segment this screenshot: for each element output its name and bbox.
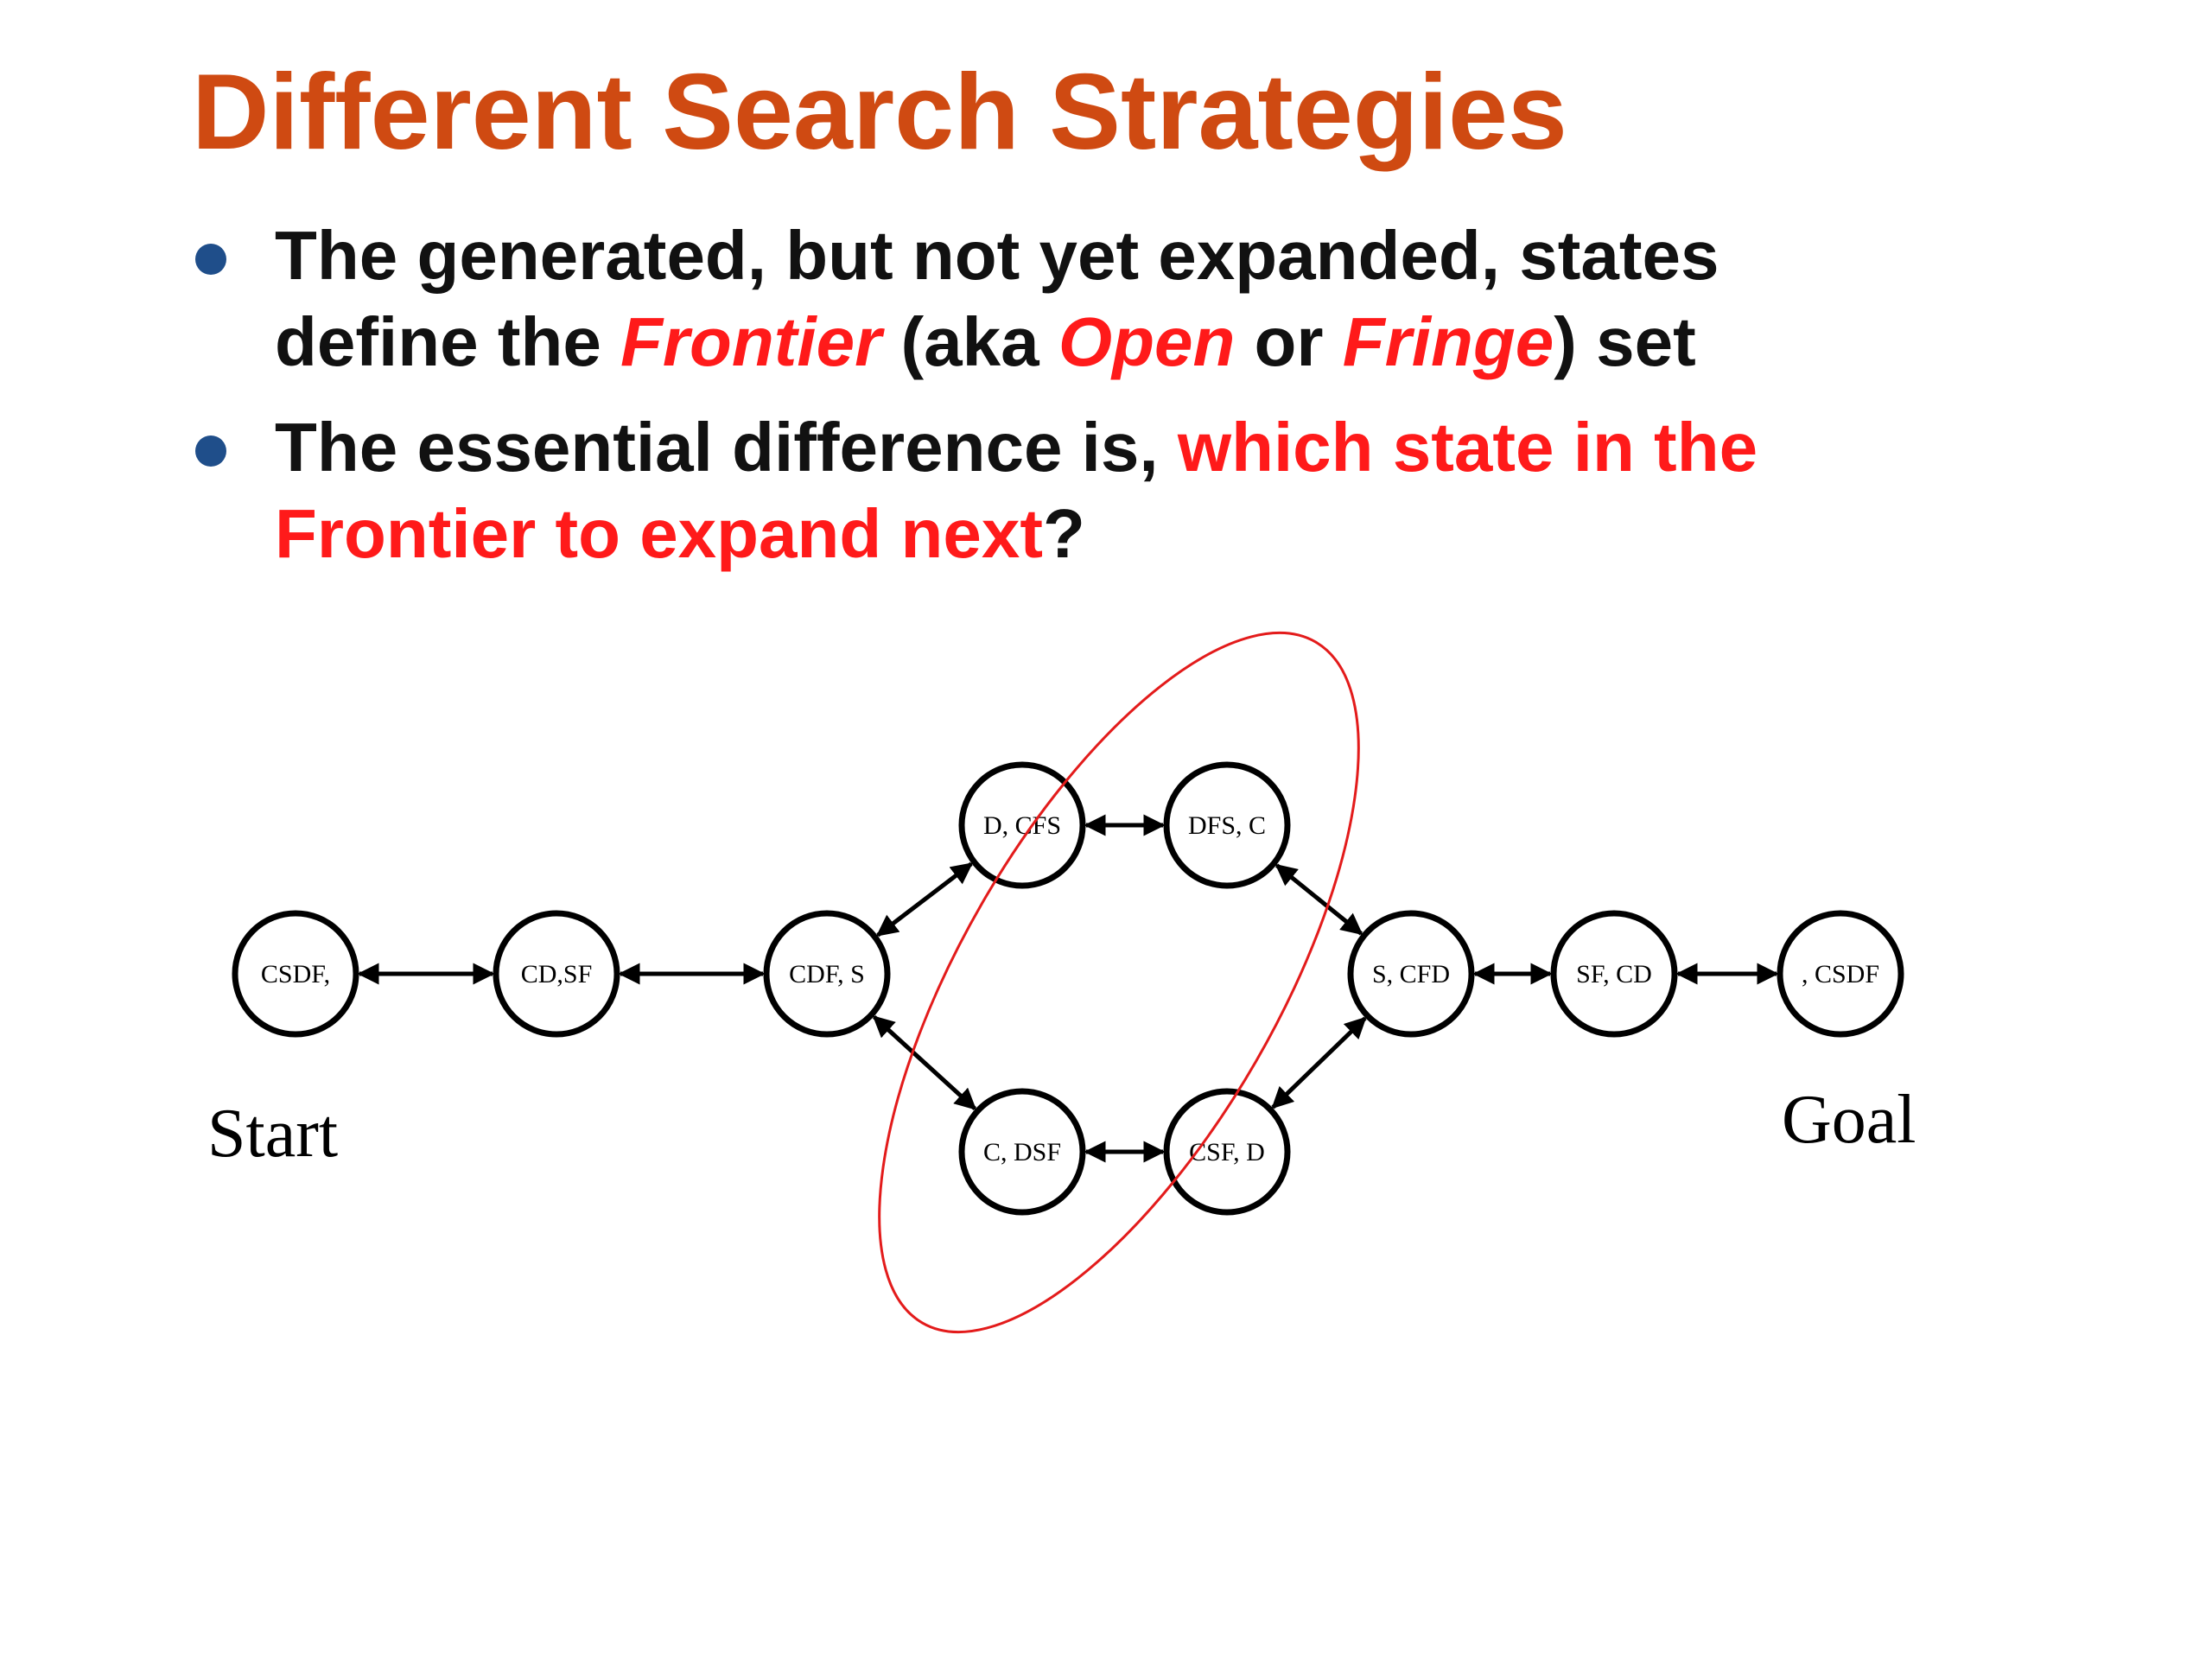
edges-layer bbox=[357, 814, 1779, 1163]
state-node: DFS, C bbox=[1163, 761, 1291, 889]
state-node: CSF, D bbox=[1163, 1088, 1291, 1216]
edge-n5-n8 bbox=[1274, 863, 1363, 936]
state-node-label: , CSDF bbox=[1802, 960, 1879, 988]
state-node: CD,SF bbox=[493, 910, 620, 1038]
bullet-2-highlight-2: Frontier to expand next bbox=[275, 495, 1043, 572]
goal-label: Goal bbox=[1782, 1082, 1916, 1158]
state-node-circle bbox=[1550, 910, 1678, 1038]
state-node-label: DFS, C bbox=[1188, 811, 1266, 840]
slide-title: Different Search Strategies bbox=[192, 53, 1567, 172]
start-label: Start bbox=[207, 1096, 338, 1172]
state-node: , CSDF bbox=[1777, 910, 1904, 1038]
edge-n7-n8 bbox=[1271, 1016, 1367, 1109]
bullet-2-line-2: Frontier to expand next? bbox=[275, 491, 2093, 577]
bullet-essential-difference: The essential difference is, which state… bbox=[192, 404, 2093, 577]
edge-n3-n6 bbox=[872, 1015, 977, 1110]
state-node-circle bbox=[958, 761, 1086, 889]
state-node: C, DSF bbox=[958, 1088, 1086, 1216]
bullet-1-line-1: The generated, but not yet expanded, sta… bbox=[275, 217, 1719, 294]
state-node-circle bbox=[493, 910, 620, 1038]
nodes-layer: CSDF, CD,SF CDF, S D, CFS DFS, C C, DSF CSF, D… bbox=[232, 761, 1904, 1216]
bullet-1-text-c: or bbox=[1235, 303, 1343, 380]
state-node-circle bbox=[1163, 1088, 1291, 1216]
state-node-label: CSDF, bbox=[261, 960, 330, 988]
state-node: S, CFD bbox=[1347, 910, 1475, 1038]
state-node-label: D, CFS bbox=[983, 811, 1061, 840]
state-node-circle bbox=[1163, 761, 1291, 889]
state-node-circle bbox=[763, 910, 891, 1038]
state-node-label: S, CFD bbox=[1372, 960, 1450, 988]
bullet-1-text-d: ) set bbox=[1554, 303, 1696, 380]
bullet-1-text-a: define the bbox=[275, 303, 621, 380]
state-node-label: CDF, S bbox=[789, 960, 865, 988]
state-node: D, CFS bbox=[958, 761, 1086, 889]
bullet-2-line-1: The essential difference is, which state… bbox=[275, 404, 2093, 491]
term-frontier: Frontier bbox=[620, 303, 882, 380]
state-node-circle bbox=[1347, 910, 1475, 1038]
frontier-ellipse bbox=[878, 631, 1360, 1334]
state-node: SF, CD bbox=[1550, 910, 1678, 1038]
state-node-circle bbox=[232, 910, 359, 1038]
bullet-dot-icon bbox=[195, 435, 226, 467]
term-open: Open bbox=[1058, 303, 1236, 380]
state-node-label: SF, CD bbox=[1576, 960, 1652, 988]
bullet-dot-icon bbox=[195, 244, 226, 275]
bullet-2-highlight-1: which state in the bbox=[1177, 409, 1758, 486]
bullet-2-text-a: The essential difference is, bbox=[275, 409, 1178, 486]
state-node-circle bbox=[958, 1088, 1086, 1216]
bullet-1-line-2: define the Frontier (aka Open or Fringe)… bbox=[275, 299, 2093, 385]
state-node: CSDF, bbox=[232, 910, 359, 1038]
bullet-frontier-definition: The generated, but not yet expanded, sta… bbox=[192, 213, 2093, 385]
state-node-circle bbox=[1777, 910, 1904, 1038]
bullet-1-text-b: (aka bbox=[881, 303, 1058, 380]
state-node-label: C, DSF bbox=[983, 1138, 1061, 1166]
state-node-label: CD,SF bbox=[521, 960, 593, 988]
state-node: CDF, S bbox=[763, 910, 891, 1038]
term-fringe: Fringe bbox=[1342, 303, 1554, 380]
bullet-2-question-mark: ? bbox=[1042, 495, 1085, 572]
state-node-label: CSF, D bbox=[1189, 1138, 1265, 1166]
edge-n3-n4 bbox=[875, 861, 974, 938]
bullet-list: The generated, but not yet expanded, sta… bbox=[192, 213, 2093, 577]
